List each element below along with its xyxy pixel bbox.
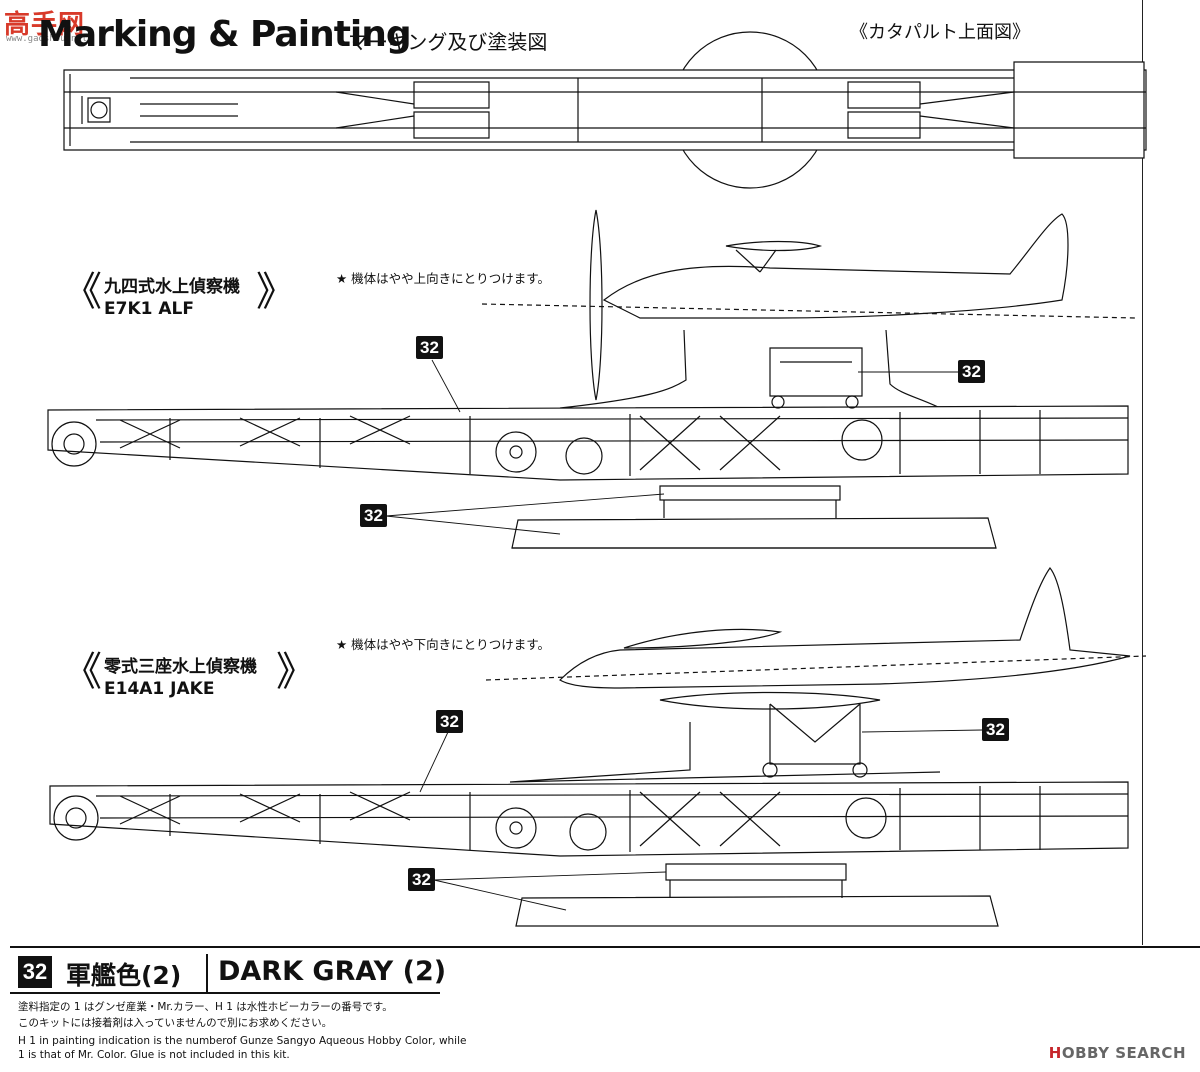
aircraft-lower-label: 零式三座水上偵察機 E14A1 JAKE [104,656,257,700]
footnote-en-line2: 1 is that of Mr. Color. Glue is not incl… [18,1049,290,1061]
aircraft-e14a1-outline [486,568,1146,782]
footnote-en-line1: H 1 in painting indication is the number… [18,1035,467,1047]
color-callout-badge: 32 [958,360,985,383]
catapult-lower-side [50,782,1128,926]
legend-top-rule [10,946,1200,948]
aircraft-lower-name-jp: 零式三座水上偵察機 [104,657,257,677]
legend-bottom-rule [10,992,440,994]
catapult-top-view [64,32,1146,188]
legend-color-badge: 32 [18,956,52,988]
bracket-close-lower: 》 [276,649,316,695]
bracket-open-upper: 《 [62,269,102,315]
bracket-close-upper: 》 [256,269,296,315]
aircraft-e7k1-outline [482,210,1136,408]
catapult-upper-side [48,348,1128,548]
color-callout-badge: 32 [436,710,463,733]
color-callout-badge: 32 [982,718,1009,741]
aircraft-lower-name-en: E14A1 JAKE [104,679,215,699]
legend-color-name-jp: 軍艦色(2) [66,961,182,990]
page-subtitle-jp: マーキング及び塗装図 [348,30,548,54]
legend-color-name-en: DARK GRAY (2) [218,956,447,987]
hobby-search-logo-prefix: H [1048,1044,1062,1062]
footnote-jp-line2: このキットには接着剤は入っていませんので別にお求めください。 [18,1017,333,1029]
right-border-rule [1142,0,1143,945]
aircraft-upper-name-jp: 九四式水上偵察機 [104,277,240,297]
catapult-top-view-label: 《カタパルト上面図》 [850,22,1030,43]
color-callout-badge: 32 [416,336,443,359]
page-title: Marking & Painting [38,14,412,55]
legend-separator [206,954,208,992]
hobby-search-logo: HOBBY SEARCH [1049,1044,1186,1062]
footnote-jp-line1: 塗料指定の 1 はグンゼ産業・Mr.カラー、H 1 は水性ホビーカラーの番号です… [18,1001,393,1013]
hobby-search-logo-text: OBBY SEARCH [1061,1044,1186,1062]
mount-note-upper: ★ 機体はやや上向きにとりつけます。 [336,271,551,286]
callout-leader-lines [386,360,982,910]
color-callout-badge: 32 [408,868,435,891]
mount-note-lower: ★ 機体はやや下向きにとりつけます。 [336,637,551,652]
watermark-logo: 高手网 [4,10,86,40]
aircraft-upper-label: 九四式水上偵察機 E7K1 ALF [104,276,240,320]
watermark-url: www.gaoshou.net [6,34,88,44]
aircraft-upper-name-en: E7K1 ALF [104,299,194,319]
bracket-open-lower: 《 [62,649,102,695]
color-callout-badge: 32 [360,504,387,527]
